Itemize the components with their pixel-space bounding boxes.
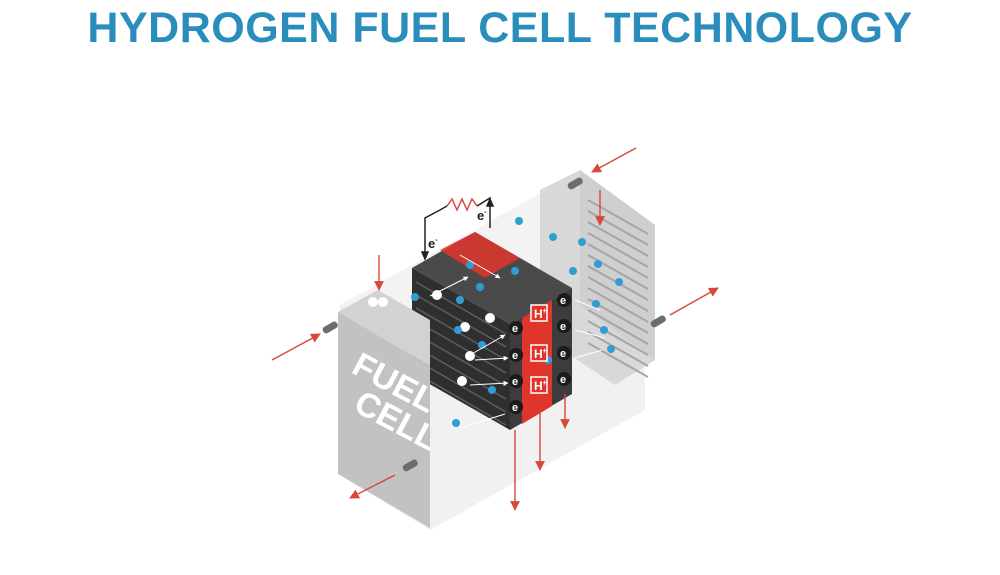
external-circuit: e- e- bbox=[420, 196, 495, 261]
proton-label: H+ bbox=[530, 344, 548, 362]
electron-label: e bbox=[557, 293, 571, 307]
svg-text:e: e bbox=[560, 374, 566, 386]
plate-groove bbox=[587, 331, 649, 367]
svg-text:H+: H+ bbox=[534, 347, 547, 361]
svg-text:e: e bbox=[512, 323, 518, 335]
proton-label: H+ bbox=[530, 376, 548, 394]
electron-labels: e e e e e e e e bbox=[509, 293, 571, 414]
electron-label: e bbox=[557, 319, 571, 333]
internal-flow-arrows bbox=[429, 254, 606, 429]
stack-plate-line bbox=[415, 281, 507, 335]
svg-text:e: e bbox=[560, 295, 566, 307]
stack-plate-line bbox=[415, 307, 507, 361]
stack-plate-line bbox=[415, 372, 507, 426]
page-title: HYDROGEN FUEL CELL TECHNOLOGY bbox=[87, 4, 913, 52]
plate-groove bbox=[587, 342, 649, 378]
electron-label: e bbox=[557, 372, 571, 386]
electron-label: e bbox=[509, 400, 523, 414]
stack-plate-line bbox=[415, 333, 507, 387]
svg-text:e: e bbox=[512, 402, 518, 414]
electron-label: e bbox=[509, 348, 523, 362]
electron-label: e bbox=[509, 374, 523, 388]
plate-groove bbox=[587, 243, 649, 279]
proton-labels: H+ H+ H+ bbox=[530, 304, 548, 394]
stack-plate-line bbox=[415, 359, 507, 413]
svg-text:e-: e- bbox=[428, 236, 438, 251]
plate-groove bbox=[587, 232, 649, 268]
plate-groove bbox=[587, 309, 649, 345]
molecules-right bbox=[515, 217, 623, 353]
svg-text:e-: e- bbox=[477, 208, 487, 223]
flow-arrows bbox=[271, 147, 719, 511]
stack-plate-line bbox=[415, 320, 507, 374]
svg-text:e: e bbox=[512, 350, 518, 362]
plate-groove bbox=[587, 199, 649, 235]
plate-groove bbox=[587, 320, 649, 356]
electron-label: e bbox=[509, 321, 523, 335]
end-plate-left: FUEL CELL bbox=[322, 290, 444, 528]
svg-text:e: e bbox=[560, 348, 566, 360]
svg-text:H+: H+ bbox=[534, 307, 547, 321]
electron-label: e bbox=[557, 346, 571, 360]
molecules-left bbox=[368, 297, 388, 307]
proton-label: H+ bbox=[530, 304, 548, 322]
plate-groove bbox=[587, 221, 649, 257]
plate-groove bbox=[587, 276, 649, 312]
svg-text:e: e bbox=[512, 376, 518, 388]
svg-text:H+: H+ bbox=[534, 379, 547, 393]
stack-plate-line bbox=[415, 294, 507, 348]
plate-groove bbox=[587, 287, 649, 323]
svg-text:e: e bbox=[560, 321, 566, 333]
